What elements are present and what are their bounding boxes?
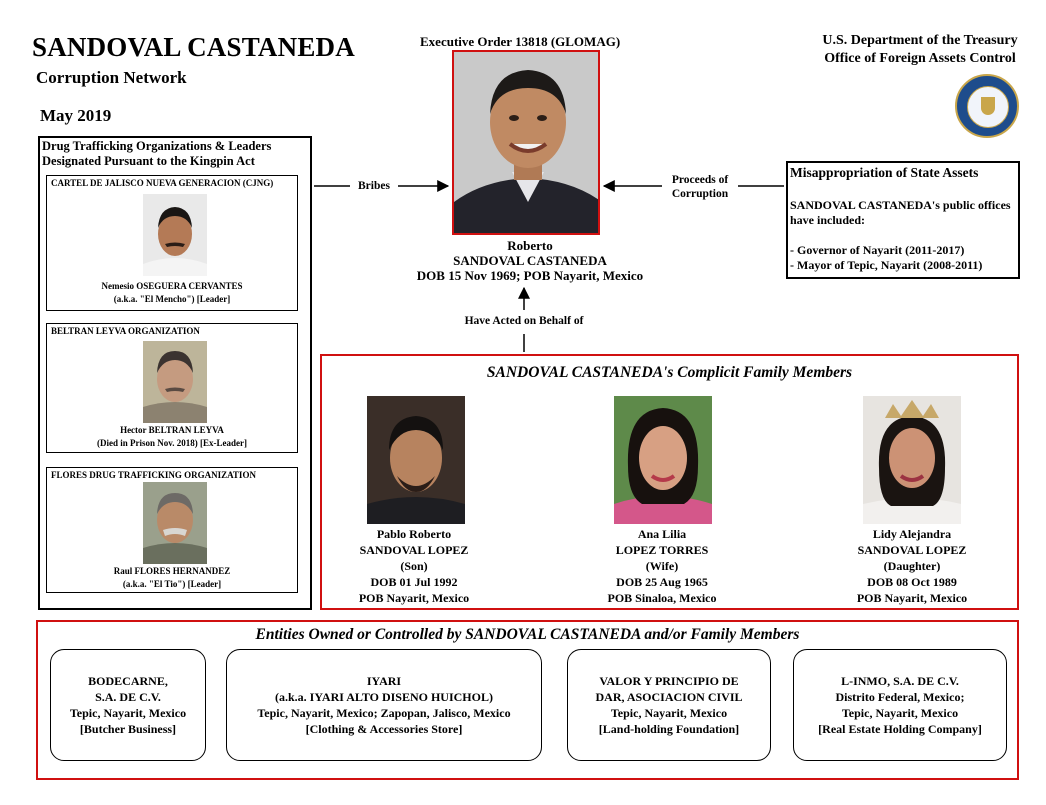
org-name: FLORES DRUG TRAFFICKING ORGANIZATION xyxy=(51,470,256,480)
executive-order-label: Executive Order 13818 (GLOMAG) xyxy=(420,34,621,49)
member-dob: DOB 08 Oct 1989 xyxy=(867,575,957,589)
org-box-cjng: CARTEL DE JALISCO NUEVA GENERACION (CJNG… xyxy=(46,175,298,311)
treasury-seal-icon xyxy=(955,74,1019,138)
member-first-name: Lidy Alejandra xyxy=(872,527,952,541)
family-member-photo xyxy=(614,396,712,524)
office-item: - Mayor of Tepic, Nayarit (2008-2011) xyxy=(790,258,983,272)
state-assets-intro: SANDOVAL CASTANEDA's public offices have… xyxy=(790,198,1011,227)
member-relation: (Wife) xyxy=(645,559,679,573)
page-title: SANDOVAL CASTANEDA xyxy=(32,32,355,62)
state-assets-text: SANDOVAL CASTANEDA's public offices have… xyxy=(790,198,1016,273)
page-subtitle: Corruption Network xyxy=(36,68,187,87)
entity-line: [Butcher Business] xyxy=(79,722,177,736)
org-leader-name: Raul FLORES HERNANDEZ xyxy=(113,566,231,576)
family-box xyxy=(320,354,1019,610)
member-pob: POB Nayarit, Mexico xyxy=(856,591,968,605)
central-person-surname: SANDOVAL CASTANEDA xyxy=(453,253,607,268)
agency-block: U.S. Department of the Treasury Office o… xyxy=(800,32,1040,68)
behalf-label: Have Acted on Behalf of xyxy=(464,315,584,327)
kingpin-box-heading: Drug Trafficking Organizations & Leaders… xyxy=(42,139,272,168)
org-leader-name: Nemesio OSEGUERA CERVANTES xyxy=(101,281,243,291)
central-person-first-name: Roberto xyxy=(507,238,553,253)
member-relation: (Son) xyxy=(400,559,428,573)
family-member-caption: Pablo Roberto SANDOVAL LOPEZ (Son) DOB 0… xyxy=(314,526,514,606)
org-box-flores: FLORES DRUG TRAFFICKING ORGANIZATION Rau… xyxy=(46,467,298,593)
family-member-caption: Ana Lilia LOPEZ TORRES (Wife) DOB 25 Aug… xyxy=(562,526,762,606)
member-surname: SANDOVAL LOPEZ xyxy=(359,543,469,557)
org-leader-caption: Nemesio OSEGUERA CERVANTES (a.k.a. "El M… xyxy=(47,280,297,306)
entities-title: Entities Owned or Controlled by SANDOVAL… xyxy=(255,626,800,643)
member-dob: DOB 01 Jul 1992 xyxy=(370,575,458,589)
family-member-caption: Lidy Alejandra SANDOVAL LOPEZ (Daughter)… xyxy=(812,526,1012,606)
entity-line: VALOR Y PRINCIPIO DE xyxy=(599,674,739,688)
family-member-photo xyxy=(863,396,961,524)
org-name: BELTRAN LEYVA ORGANIZATION xyxy=(51,326,200,336)
org-leader-name: Hector BELTRAN LEYVA xyxy=(120,425,224,435)
bribes-label: Bribes xyxy=(358,180,390,192)
org-name: CARTEL DE JALISCO NUEVA GENERACION (CJNG… xyxy=(51,178,274,188)
proceeds-label-line-2: Corruption xyxy=(671,188,729,200)
entity-line: [Real Estate Holding Company] xyxy=(818,722,982,736)
agency-line-1: U.S. Department of the Treasury xyxy=(822,33,1018,48)
family-title: SANDOVAL CASTANEDA's Complicit Family Me… xyxy=(486,364,853,381)
entity-line: IYARI xyxy=(366,674,402,688)
proceeds-label: Proceeds of Corruption xyxy=(662,173,738,201)
member-relation: (Daughter) xyxy=(883,559,941,573)
member-dob: DOB 25 Aug 1965 xyxy=(616,575,708,589)
entity-line: [Land-holding Foundation] xyxy=(598,722,740,736)
entity-line: Distrito Federal, Mexico; xyxy=(835,690,965,704)
office-item: - Governor of Nayarit (2011-2017) xyxy=(790,243,965,257)
entity-card: VALOR Y PRINCIPIO DE DAR, ASOCIACION CIV… xyxy=(567,649,771,761)
entity-line: Tepic, Nayarit, Mexico; Zapopan, Jalisco… xyxy=(257,706,511,720)
entity-line: DAR, ASOCIACION CIVIL xyxy=(595,690,743,704)
report-date: May 2019 xyxy=(40,106,112,125)
central-person-caption: Roberto SANDOVAL CASTANEDA DOB 15 Nov 19… xyxy=(390,238,670,283)
member-pob: POB Sinaloa, Mexico xyxy=(607,591,717,605)
org-leader-note: (Died in Prison Nov. 2018) [Ex-Leader] xyxy=(97,438,247,448)
org-leader-note: (a.k.a. "El Tio") [Leader] xyxy=(122,579,222,589)
org-leader-photo xyxy=(143,482,207,564)
state-assets-title: Misappropriation of State Assets xyxy=(790,165,979,180)
kingpin-box xyxy=(38,136,312,610)
central-person-photo xyxy=(452,50,600,235)
entity-card: BODECARNE, S.A. DE C.V. Tepic, Nayarit, … xyxy=(50,649,206,761)
member-first-name: Ana Lilia xyxy=(637,527,687,541)
entity-line: L-INMO, S.A. DE C.V. xyxy=(841,674,959,688)
family-member-photo xyxy=(367,396,465,524)
central-person-details: DOB 15 Nov 1969; POB Nayarit, Mexico xyxy=(416,268,644,283)
proceeds-label-line-1: Proceeds of xyxy=(671,174,729,186)
org-box-beltran-leyva: BELTRAN LEYVA ORGANIZATION Hector BELTRA… xyxy=(46,323,298,453)
org-leader-note: (a.k.a. "El Mencho") [Leader] xyxy=(113,294,231,304)
org-leader-photo xyxy=(143,341,207,423)
state-assets-box xyxy=(786,161,1020,279)
org-leader-caption: Hector BELTRAN LEYVA (Died in Prison Nov… xyxy=(47,424,297,450)
entity-line: Tepic, Nayarit, Mexico xyxy=(610,706,728,720)
agency-line-2: Office of Foreign Assets Control xyxy=(824,51,1016,66)
entity-line: BODECARNE, xyxy=(88,674,168,688)
entities-box xyxy=(36,620,1019,780)
member-surname: SANDOVAL LOPEZ xyxy=(857,543,967,557)
entity-line: [Clothing & Accessories Store] xyxy=(305,722,463,736)
org-leader-photo xyxy=(143,194,207,276)
member-first-name: Pablo Roberto xyxy=(376,527,452,541)
entity-line: (a.k.a. IYARI ALTO DISENO HUICHOL) xyxy=(275,690,493,704)
entity-line: Tepic, Nayarit, Mexico xyxy=(69,706,187,720)
member-pob: POB Nayarit, Mexico xyxy=(358,591,470,605)
entity-line: Tepic, Nayarit, Mexico xyxy=(841,706,959,720)
entity-card: L-INMO, S.A. DE C.V. Distrito Federal, M… xyxy=(793,649,1007,761)
entity-card: IYARI (a.k.a. IYARI ALTO DISENO HUICHOL)… xyxy=(226,649,542,761)
entity-line: S.A. DE C.V. xyxy=(95,690,161,704)
member-surname: LOPEZ TORRES xyxy=(615,543,709,557)
org-leader-caption: Raul FLORES HERNANDEZ (a.k.a. "El Tio") … xyxy=(47,565,297,591)
